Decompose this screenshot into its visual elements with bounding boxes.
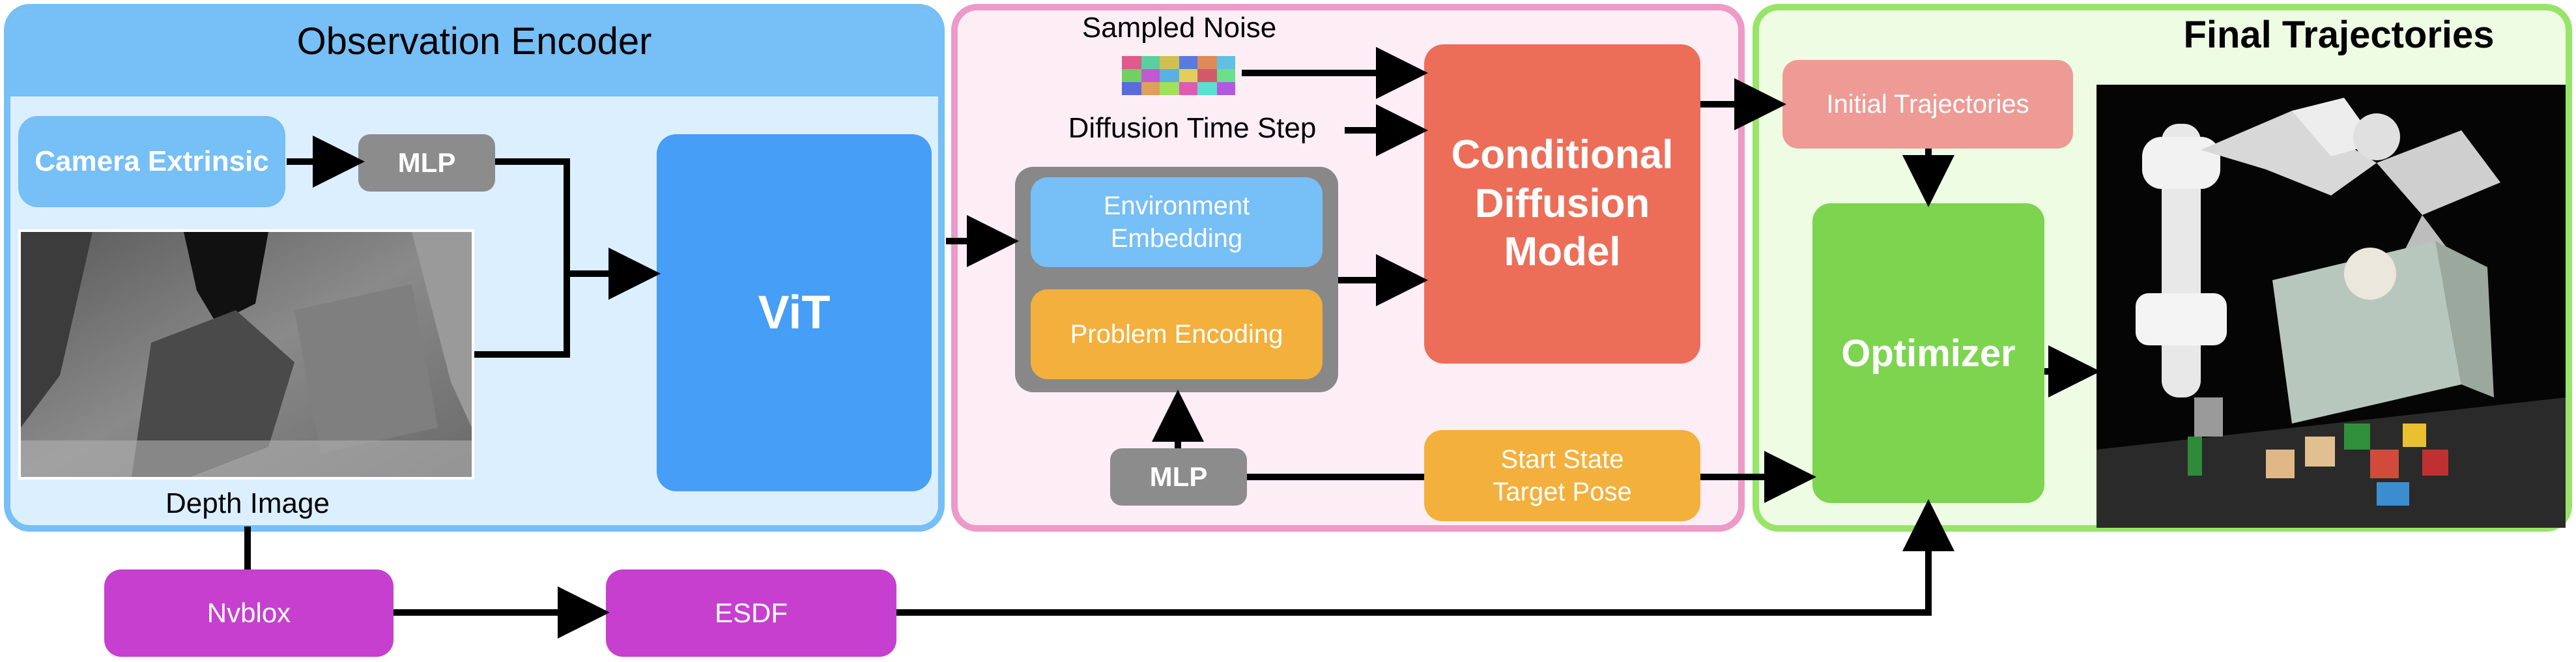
esdf-node: ESDF [606,569,896,657]
vit-node: ViT [657,134,932,491]
vit-label: ViT [758,287,831,339]
initial-trajectories-node: Initial Trajectories [1782,60,2073,149]
problem-encoding-label: Problem Encoding [1070,319,1283,349]
nvblox-label: Nvblox [207,597,291,628]
mlp-bottom-node: MLP [1110,448,1247,506]
start-state-target-pose-label: Start State Target Pose [1493,445,1632,506]
robot-scene-image [2097,85,2566,528]
observation-encoder-header [10,10,938,96]
observation-encoder-title: Observation Encoder [296,20,652,63]
line-depth-merge [474,274,570,358]
optimizer-node: Optimizer [1812,203,2044,503]
camera-extrinsic-label: Camera Extrinsic [35,145,269,177]
sampled-noise-label: Sampled Noise [1081,12,1277,44]
environment-embedding-node: Environment Embedding [1031,177,1323,267]
depth-image-label: Depth Image [165,487,330,519]
nvblox-node: Nvblox [104,569,394,657]
conditional-diffusion-model-label: Conditional Diffusion Model [1451,132,1674,275]
mlp-top-label: MLP [397,147,456,178]
mlp-bottom-label: MLP [1149,461,1208,492]
environment-embedding-label: Environment Embedding [1103,192,1250,253]
problem-encoding-node: Problem Encoding [1031,289,1323,379]
final-trajectories-title: Final Trajectories [2183,14,2495,56]
depth-image [18,229,474,480]
conditional-diffusion-model-node: Conditional Diffusion Model [1424,44,1700,364]
sampled-noise-image [1122,56,1235,95]
depth-image-graphic [21,232,472,477]
start-state-target-pose-node: Start State Target Pose [1424,430,1700,521]
mlp-top-node: MLP [358,134,495,192]
robot-scene-graphic [2097,85,2566,528]
optimizer-label: Optimizer [1841,332,2016,375]
esdf-label: ESDF [714,597,788,628]
diffusion-time-step-label: Diffusion Time Step [1068,112,1317,144]
line-mlp-merge [495,158,570,274]
camera-extrinsic-node: Camera Extrinsic [18,116,285,207]
noise-graphic [1122,56,1235,95]
arrow-esdf-to-optimizer [896,499,1954,616]
initial-trajectories-label: Initial Trajectories [1826,89,2029,119]
